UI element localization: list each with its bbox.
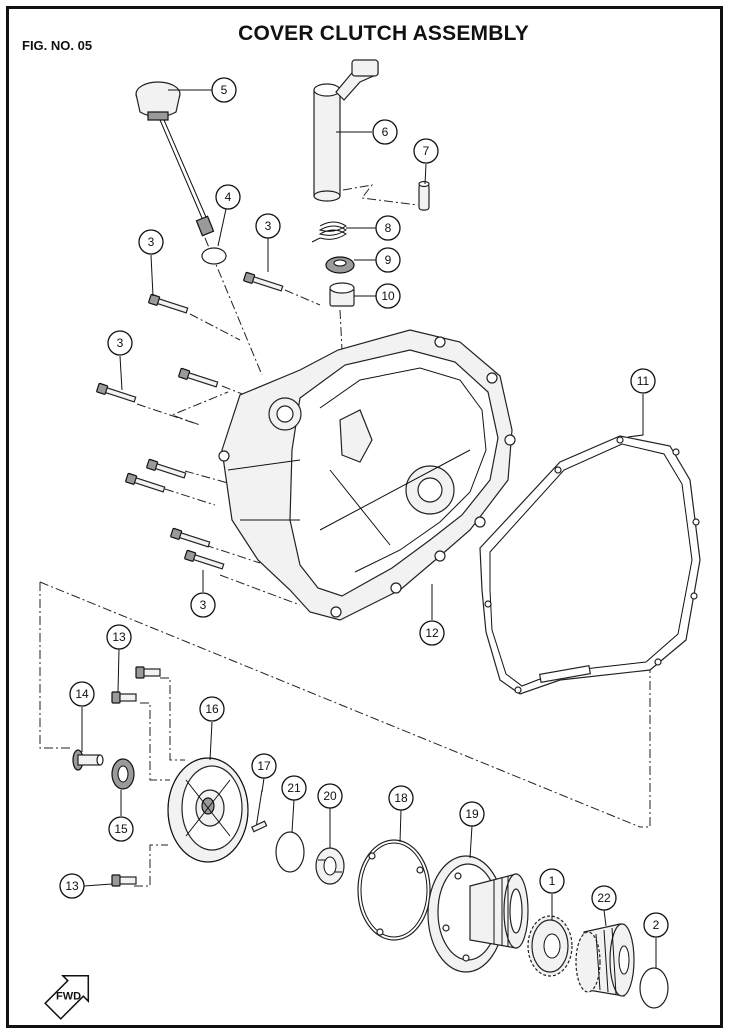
callout-2: 2: [643, 912, 669, 938]
svg-text:15: 15: [114, 822, 128, 836]
oil-filler-cap-dipstick: [135, 81, 215, 237]
callout-8: 8: [375, 215, 401, 241]
callout-1: 1: [539, 868, 565, 894]
figure-number: FIG. NO. 05: [22, 38, 93, 53]
svg-text:9: 9: [385, 253, 392, 267]
callout-3a: 3: [138, 229, 164, 255]
callout-5: 5: [211, 77, 237, 103]
washer-part-2: [639, 967, 669, 1009]
o-ring-part-4: [201, 247, 227, 265]
callout-3b: 3: [255, 213, 281, 239]
callout-13a: 13: [106, 624, 132, 650]
svg-text:20: 20: [323, 789, 337, 803]
callout-13b: 13: [59, 873, 85, 899]
svg-text:16: 16: [205, 702, 219, 716]
svg-text:13: 13: [112, 630, 126, 644]
bush-part-10: [329, 282, 355, 307]
svg-text:12: 12: [425, 626, 439, 640]
callout-10: 10: [375, 283, 401, 309]
ring-part-18: [357, 839, 431, 941]
fwd-label: FWD: [56, 991, 81, 1003]
callout-21: 21: [281, 775, 307, 801]
svg-text:1: 1: [549, 874, 556, 888]
svg-text:3: 3: [265, 219, 272, 233]
return-spring-part-8: [311, 221, 347, 243]
svg-text:4: 4: [225, 190, 232, 204]
callout-3d: 3: [190, 592, 216, 618]
svg-text:3: 3: [117, 336, 124, 350]
callout-15: 15: [108, 816, 134, 842]
washer-part-21: [275, 831, 305, 873]
svg-text:3: 3: [200, 598, 207, 612]
callout-6: 6: [372, 119, 398, 145]
screw-set-part-13: [111, 666, 161, 887]
bolt-set-part-3: [96, 271, 284, 570]
bolt-part-14: [72, 749, 104, 771]
svg-text:14: 14: [75, 687, 89, 701]
callout-4: 4: [215, 184, 241, 210]
callout-18: 18: [388, 785, 414, 811]
svg-text:3: 3: [148, 235, 155, 249]
callout-9: 9: [375, 247, 401, 273]
diagram-title: COVER CLUTCH ASSEMBLY: [238, 22, 529, 45]
nut-part-15: [111, 758, 135, 790]
svg-text:19: 19: [465, 807, 479, 821]
callout-14: 14: [69, 681, 95, 707]
hub-part-19: [427, 855, 529, 973]
forward-direction-arrow: FWD: [44, 974, 90, 1020]
oil-seal-part-9: [325, 256, 355, 274]
pin-part-17: [251, 789, 268, 833]
callout-12: 12: [419, 620, 445, 646]
nut-part-20: [315, 847, 345, 885]
gasket-part-11: [479, 435, 701, 695]
callout-7: 7: [413, 138, 439, 164]
callout-22: 22: [591, 885, 617, 911]
svg-text:21: 21: [287, 781, 301, 795]
svg-text:10: 10: [381, 289, 395, 303]
svg-text:6: 6: [382, 125, 389, 139]
svg-text:5: 5: [221, 83, 228, 97]
dowel-pin-part-7: [418, 180, 430, 211]
callout-17: 17: [251, 753, 277, 779]
callout-20: 20: [317, 783, 343, 809]
svg-text:22: 22: [597, 891, 611, 905]
svg-text:7: 7: [423, 144, 430, 158]
clutch-lifter-shaft: [313, 59, 379, 202]
svg-text:11: 11: [637, 374, 650, 388]
svg-text:18: 18: [394, 791, 408, 805]
clutch-cover-part-12: [218, 329, 516, 621]
gear-part-1: [527, 915, 573, 977]
callout-19: 19: [459, 801, 485, 827]
plate-part-16: [167, 757, 249, 863]
gear-part-22: [575, 923, 635, 997]
callout-11: 11: [630, 368, 656, 394]
svg-text:2: 2: [653, 918, 660, 932]
leader-lines: [81, 89, 657, 968]
callout-16: 16: [199, 696, 225, 722]
svg-text:17: 17: [257, 759, 271, 773]
svg-text:13: 13: [65, 879, 79, 893]
svg-text:8: 8: [385, 221, 392, 235]
callout-3c: 3: [107, 330, 133, 356]
